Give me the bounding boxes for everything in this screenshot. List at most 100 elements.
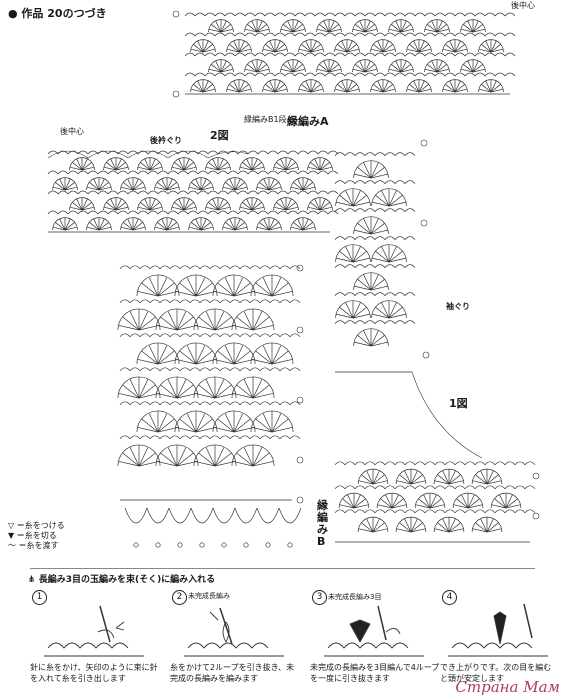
fan-motif	[136, 410, 180, 433]
chain-arc	[47, 210, 339, 215]
fan-motif	[353, 272, 389, 291]
fan-motif	[193, 376, 237, 399]
stitch	[224, 412, 235, 433]
stitch	[373, 84, 384, 93]
stitch	[328, 68, 342, 73]
stitch	[256, 68, 270, 73]
stitch	[98, 186, 112, 191]
stitch	[490, 84, 501, 93]
label-edging-a: 縁編みA	[287, 115, 329, 128]
stitch	[205, 378, 216, 399]
chain-arc	[119, 401, 301, 406]
stitch	[244, 28, 258, 33]
stitch	[193, 44, 204, 53]
fan-arc	[136, 410, 180, 433]
stitch	[242, 202, 253, 211]
fan-arc	[388, 19, 414, 33]
stitch	[319, 162, 330, 171]
stitch	[127, 218, 134, 231]
fan-arc	[231, 308, 275, 331]
stitch	[149, 198, 156, 211]
stitch	[388, 28, 402, 33]
fan-motif	[395, 468, 427, 485]
stitch	[382, 80, 389, 93]
stitch	[120, 186, 134, 191]
fan-arc	[335, 300, 371, 319]
fan-motif	[262, 39, 288, 53]
stitch	[305, 80, 312, 93]
stitch	[81, 166, 95, 171]
stitch	[255, 282, 273, 297]
stitch	[156, 460, 178, 467]
label-back-center-top: 後中心	[511, 1, 535, 10]
stitch	[93, 218, 100, 231]
stitch	[298, 88, 312, 93]
stitch	[395, 20, 402, 33]
fan-motif	[174, 342, 218, 365]
stitch	[388, 306, 403, 319]
chain-row	[47, 190, 339, 195]
stitch	[86, 186, 100, 191]
fan-motif	[424, 19, 450, 33]
stitch	[200, 218, 207, 231]
row-marker	[532, 512, 540, 520]
stitch	[478, 88, 492, 93]
stitch	[76, 198, 83, 211]
stitch	[236, 316, 254, 331]
fan-motif	[190, 39, 216, 53]
step-illustration	[448, 603, 548, 657]
stitch	[355, 24, 366, 33]
fan-motif	[371, 300, 407, 319]
stitch	[310, 88, 324, 93]
stitch	[480, 518, 488, 533]
stitch	[205, 310, 216, 331]
stitch	[160, 452, 178, 467]
chain-row	[334, 292, 416, 296]
stitch	[345, 190, 354, 207]
row-marker	[172, 10, 180, 18]
stitch	[370, 341, 388, 347]
stitch	[346, 80, 353, 93]
stitch	[372, 522, 385, 533]
stitch	[323, 60, 330, 73]
step-illustration	[44, 605, 144, 657]
stitch	[481, 84, 492, 93]
stitch	[436, 64, 447, 73]
fan-arc	[174, 342, 218, 365]
stitch	[157, 344, 168, 365]
stitch	[174, 162, 185, 171]
stitch	[381, 302, 390, 319]
stitch	[460, 28, 474, 33]
stitch	[154, 186, 168, 191]
stitch	[251, 202, 262, 211]
stitch	[319, 202, 330, 211]
watermark: Страна Мам	[455, 678, 560, 696]
fan-motif	[231, 444, 275, 467]
stitch	[183, 202, 194, 211]
stitch	[292, 24, 303, 33]
stitch	[505, 498, 518, 509]
stitch	[395, 60, 402, 73]
stitch	[252, 384, 270, 399]
stitch	[118, 392, 140, 399]
legend-pass: 〜 ＝糸を渡す	[8, 541, 59, 550]
stitch	[382, 84, 393, 93]
stitch	[505, 494, 513, 509]
stitch	[132, 222, 143, 231]
stitch	[115, 206, 129, 211]
stitch	[176, 310, 187, 331]
stitch	[167, 310, 178, 331]
stitch	[334, 48, 348, 53]
stitch	[243, 310, 254, 331]
stitch	[413, 80, 420, 93]
page-title: ● 作品 20のつづき	[8, 7, 107, 20]
fan-arc	[188, 177, 214, 191]
stitch	[120, 226, 134, 231]
stitch	[188, 186, 202, 191]
chain-row	[334, 236, 416, 240]
stitch	[271, 426, 293, 433]
stitch	[263, 178, 270, 191]
stitch	[137, 206, 151, 211]
fan-motif	[69, 157, 95, 171]
stitch	[233, 282, 251, 297]
